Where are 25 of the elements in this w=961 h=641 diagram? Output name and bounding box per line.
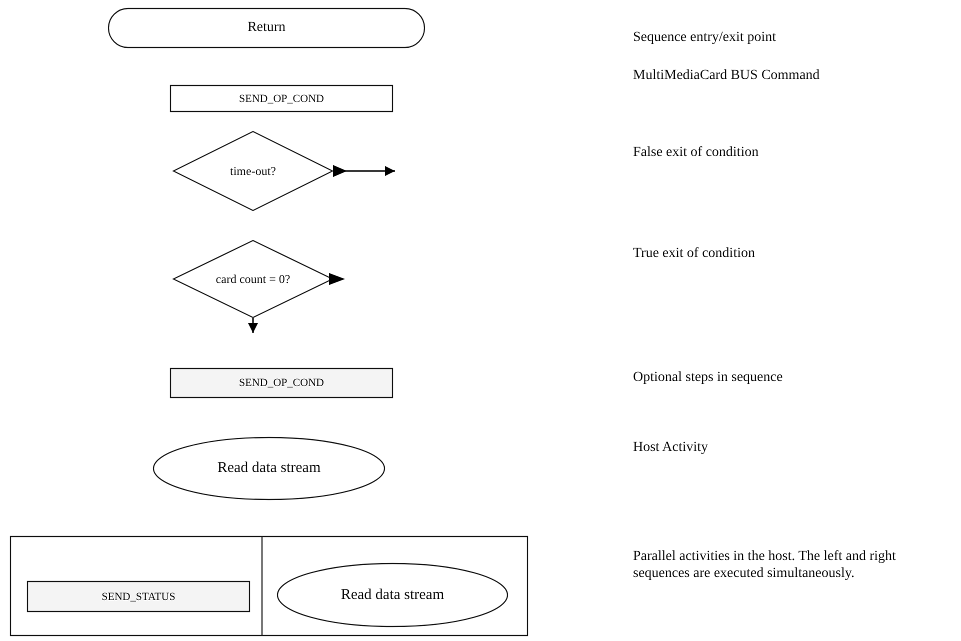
description-text: MultiMediaCard BUS Command: [633, 67, 820, 84]
description-text: False exit of condition: [633, 144, 759, 161]
node-label: Read data stream: [217, 460, 321, 477]
arrow: [333, 165, 395, 177]
decision-diamond: [173, 131, 333, 211]
description-text: Sequence entry/exit point: [633, 29, 776, 46]
optional-step-box: [27, 581, 250, 612]
command-box: [170, 85, 393, 112]
node-label: SEND_OP_COND: [239, 92, 324, 104]
description-text: Optional steps in sequence: [633, 369, 783, 386]
node-label: Read data stream: [340, 586, 444, 604]
optional-step-box: [170, 368, 393, 398]
node-label: Return: [247, 20, 286, 36]
arrow: [248, 318, 258, 333]
node-label: card count = 0?: [216, 272, 290, 286]
description-text: True exit of condition: [633, 245, 755, 262]
node-label: time-out?: [230, 164, 276, 178]
node-label: SEND_OP_COND: [239, 377, 324, 389]
description-text: Host Activity: [633, 439, 708, 456]
host-activity-ellipse: [277, 563, 508, 627]
host-activity-ellipse: [153, 437, 385, 500]
node-label: SEND_STATUS: [102, 590, 176, 602]
terminator-shape: [108, 8, 425, 48]
parallel-frame: [10, 536, 528, 636]
description-text: Parallel activities in the host. The left and right sequences are executed simultaneously.: [633, 548, 897, 582]
